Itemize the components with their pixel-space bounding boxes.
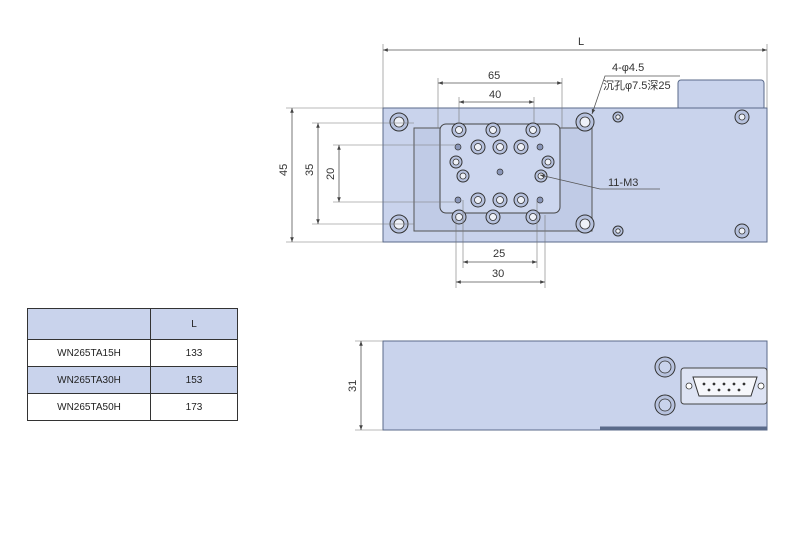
table-row: WN265TA15H 133: [27, 339, 238, 367]
mounting-holes: [389, 112, 595, 234]
dim-45-label: 45: [278, 164, 290, 176]
note-holes: 4-φ4.5: [612, 62, 644, 74]
table-row: WN265TA30H 153: [27, 366, 238, 394]
dim-35-label: 35: [304, 164, 316, 176]
row-model: WN265TA50H: [27, 393, 151, 421]
row-model: WN265TA15H: [27, 339, 151, 367]
table-plate: [439, 123, 561, 214]
dim-40-label: 40: [489, 89, 501, 101]
row-L: 133: [150, 339, 238, 367]
header-model: [27, 308, 151, 340]
spec-table-header: L: [27, 308, 238, 340]
header-L: L: [150, 308, 238, 340]
top-view: L 65 40 45 35 20 25 30: [278, 36, 768, 288]
body-holes-right: [612, 109, 750, 239]
connector-housing-top: [677, 79, 765, 111]
side-view: 31: [347, 340, 768, 431]
spec-table: L WN265TA15H 133 WN265TA30H 153 WN265TA5…: [27, 308, 238, 421]
dim-65-label: 65: [488, 70, 500, 82]
dim-30-label: 30: [492, 268, 504, 280]
dim-25-label: 25: [493, 248, 505, 260]
dim-L-label: L: [578, 36, 584, 48]
table-row: WN265TA50H 173: [27, 393, 238, 421]
dim-31-label: 31: [347, 380, 359, 392]
table-holes: [449, 122, 555, 225]
db9-connector: [680, 367, 768, 405]
dim-20-label: 20: [325, 168, 337, 180]
row-L: 173: [150, 393, 238, 421]
note-threads: 11-M3: [608, 177, 638, 189]
row-L: 153: [150, 366, 238, 394]
row-model: WN265TA30H: [27, 366, 151, 394]
note-counterbore: 沉孔φ7.5深25: [603, 79, 671, 92]
